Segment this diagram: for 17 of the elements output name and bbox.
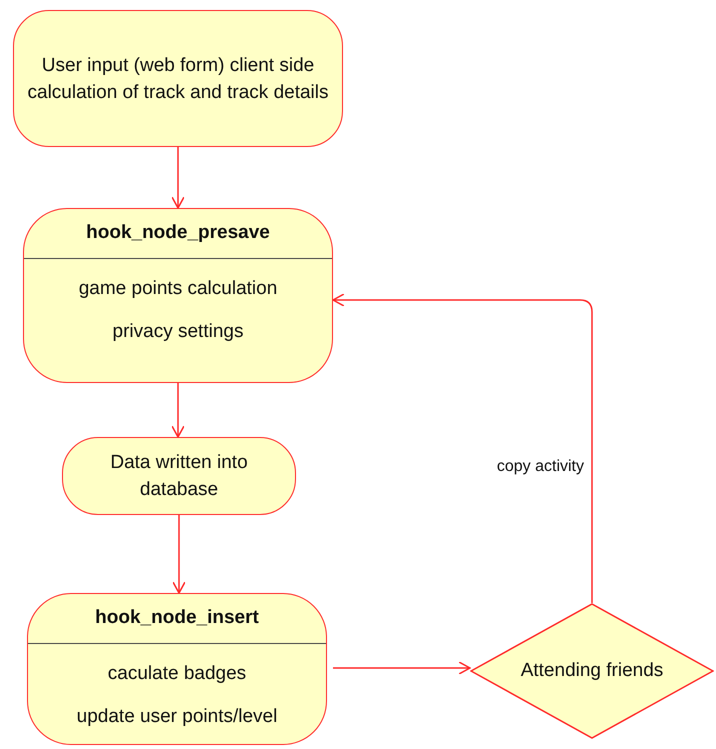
arrow — [171, 383, 185, 438]
activity-box — [27, 593, 327, 745]
box-text: game points calculation — [78, 277, 278, 301]
decision-text: Attending friends — [520, 658, 664, 683]
box-heading: hook_node_insert — [95, 606, 259, 630]
box-text: Data written into database — [109, 451, 249, 502]
arrow — [172, 515, 186, 594]
box-text: caculate badges — [108, 662, 246, 686]
box-text: User input (web form) client side calculation of track and track details — [26, 54, 330, 104]
activity-box — [23, 208, 333, 383]
activity-box — [13, 10, 343, 147]
arrow — [332, 293, 593, 603]
box-text: update user points/level — [76, 704, 278, 728]
box-heading: hook_node_presave — [86, 221, 270, 246]
arrow — [171, 147, 185, 209]
box-text: privacy settings — [112, 320, 244, 344]
arrow — [333, 661, 471, 675]
